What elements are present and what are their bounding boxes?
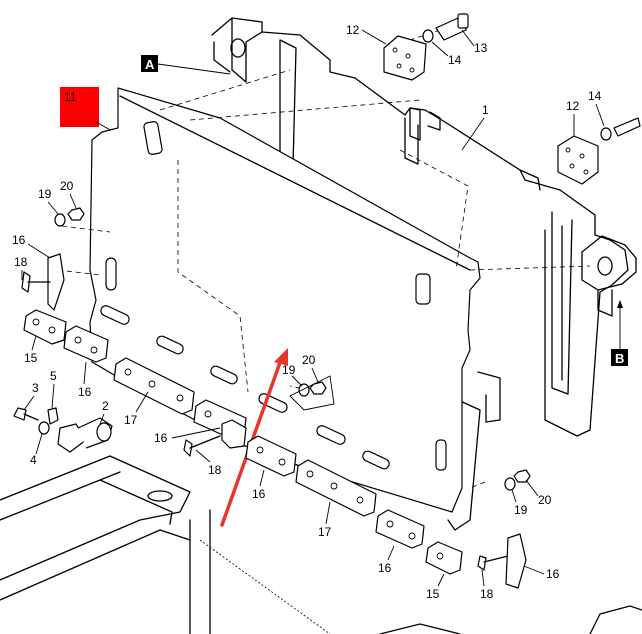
label-part-12-right[interactable]: 12	[566, 99, 580, 136]
callout-label-A: A	[145, 57, 155, 72]
callout-box-B	[611, 349, 628, 366]
part-label-18-a: 18	[14, 255, 28, 269]
callout-box-A	[141, 55, 158, 72]
highlight-box	[60, 87, 99, 127]
part-label-17-b: 17	[318, 525, 332, 539]
part-label-3: 3	[32, 381, 39, 395]
part-label-19-c: 19	[514, 503, 528, 517]
part-label-11: 11	[64, 90, 77, 104]
label-part-16-f[interactable]: 16	[523, 565, 560, 581]
part-label-18-b: 18	[208, 463, 222, 477]
label-part-18-c[interactable]: 18	[480, 569, 494, 601]
label-part-16-c[interactable]: 16	[154, 427, 221, 445]
label-part-15-bottom[interactable]: 15	[426, 573, 445, 601]
part-label-18-c: 18	[480, 587, 494, 601]
part-label-14-top: 14	[448, 53, 462, 67]
part-label-20-c: 20	[538, 493, 552, 507]
label-part-20-b[interactable]: 20	[302, 353, 319, 383]
part-label-15-bottom: 15	[426, 587, 440, 601]
part-label-4: 4	[30, 453, 37, 467]
top-hardware	[383, 13, 641, 185]
part-11-highlight[interactable]: 11	[60, 87, 115, 133]
label-part-18-b[interactable]: 18	[195, 449, 222, 477]
callout-B[interactable]: B	[611, 300, 628, 366]
part-label-1: 1	[482, 103, 489, 117]
label-part-19-c[interactable]: 19	[511, 489, 528, 517]
part-label-12-right: 12	[566, 99, 580, 113]
part-label-2: 2	[102, 399, 109, 413]
part-label-20-b: 20	[302, 353, 316, 367]
part-label-17-a: 17	[124, 413, 138, 427]
label-part-2[interactable]: 2	[99, 399, 109, 425]
frame-part-1	[211, 17, 637, 531]
label-part-20-c[interactable]: 20	[525, 479, 552, 507]
part-label-14-right: 14	[588, 89, 602, 103]
lower-frame	[0, 455, 642, 634]
part-label-5: 5	[50, 369, 57, 383]
part-label-15-left: 15	[24, 351, 38, 365]
part-label-16-a: 16	[12, 233, 26, 247]
callout-label-B: B	[615, 351, 624, 366]
label-part-12-top[interactable]: 12	[346, 23, 387, 45]
label-part-14-right[interactable]: 14	[588, 89, 605, 127]
label-part-16-e[interactable]: 16	[378, 545, 395, 575]
label-part-17-a[interactable]: 17	[124, 391, 149, 427]
label-part-4[interactable]: 4	[30, 433, 43, 467]
label-part-18-a[interactable]: 18	[14, 255, 28, 280]
label-part-16-d[interactable]: 16	[252, 469, 266, 501]
callout-A[interactable]: A	[141, 55, 231, 75]
label-part-19-a[interactable]: 19	[38, 187, 59, 215]
part-label-16-e: 16	[378, 561, 392, 575]
part-label-19-b: 19	[282, 363, 296, 377]
label-part-14-top[interactable]: 14	[431, 41, 462, 67]
part-label-20-a: 20	[60, 179, 74, 193]
part-label-13: 13	[474, 41, 488, 55]
label-part-16-a[interactable]: 16	[12, 233, 51, 259]
part-label-16-d: 16	[252, 487, 266, 501]
left-hardware	[13, 207, 531, 589]
part-label-19-a: 19	[38, 187, 52, 201]
label-part-5[interactable]: 5	[50, 369, 57, 409]
label-part-16-b[interactable]: 16	[78, 361, 92, 399]
label-part-17-b[interactable]: 17	[318, 501, 332, 539]
part-label-16-f: 16	[546, 567, 560, 581]
label-part-20-a[interactable]: 20	[60, 179, 77, 209]
label-part-1[interactable]: 1	[461, 103, 489, 151]
part-label-12-top: 12	[346, 23, 360, 37]
label-part-3[interactable]: 3	[23, 381, 39, 411]
label-part-13[interactable]: 13	[461, 29, 488, 55]
label-part-15-left[interactable]: 15	[24, 335, 38, 365]
label-part-19-b[interactable]: 19	[282, 363, 303, 387]
part-labels: 1 2 3 4 5 12 12 13	[12, 23, 605, 601]
part-label-16-b: 16	[78, 385, 92, 399]
part-label-16-c: 16	[154, 431, 168, 445]
